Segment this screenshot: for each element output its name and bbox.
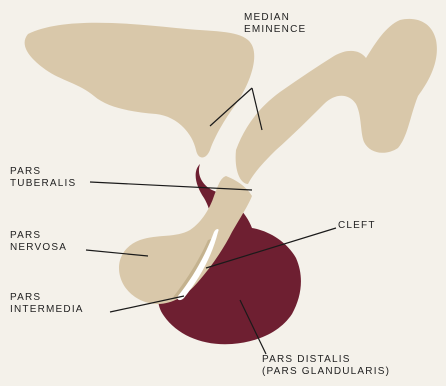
median-eminence-label-line1: MEDIAN <box>244 12 306 24</box>
pars-tuberalis-label-line1: PARS <box>10 166 76 178</box>
hypothalamus-left-lobe <box>25 23 255 158</box>
cleft-label-text: CLEFT <box>338 220 376 232</box>
pars-intermedia-label-line2: INTERMEDIA <box>10 304 84 316</box>
hypothalamus-right-branch <box>236 19 437 184</box>
pars-tuberalis-label: PARS TUBERALIS <box>10 166 76 190</box>
pars-tuberalis-label-line2: TUBERALIS <box>10 178 76 190</box>
median-eminence-label-line2: EMINENCE <box>244 24 306 36</box>
pars-nervosa-label: PARS NERVOSA <box>10 230 67 254</box>
pars-distalis-label: PARS DISTALIS (PARS GLANDULARIS) <box>262 354 390 378</box>
pars-nervosa-label-line1: PARS <box>10 230 67 242</box>
pars-intermedia-label-line1: PARS <box>10 292 84 304</box>
pars-intermedia-label: PARS INTERMEDIA <box>10 292 84 316</box>
median-eminence-label: MEDIAN EMINENCE <box>244 12 306 36</box>
pars-distalis-label-line1: PARS DISTALIS <box>262 354 390 366</box>
pars-nervosa-label-line2: NERVOSA <box>10 242 67 254</box>
cleft-label: CLEFT <box>338 220 376 232</box>
pars-distalis-label-line2: (PARS GLANDULARIS) <box>262 366 390 378</box>
